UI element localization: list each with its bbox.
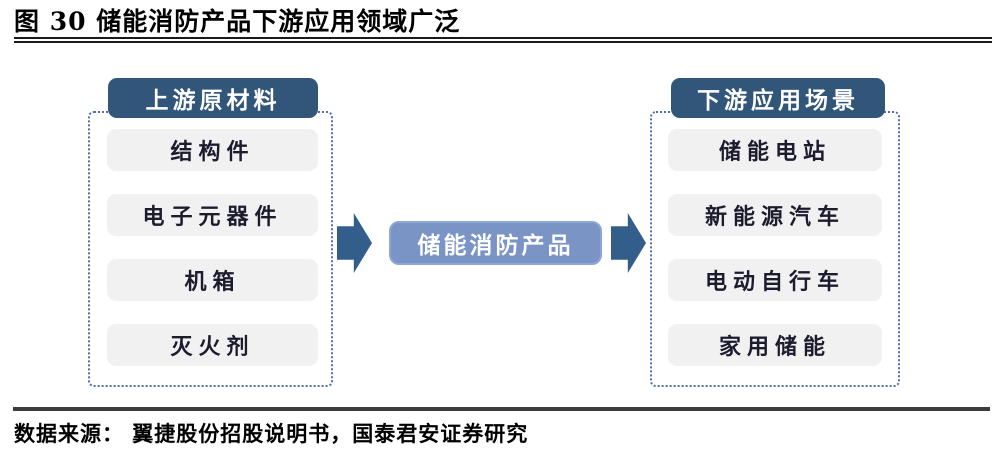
bottom-divider xyxy=(13,407,990,411)
title-divider-top-line xyxy=(14,37,992,39)
right-arrow-icon xyxy=(337,213,372,273)
downstream-header: 下游应用场景 xyxy=(671,78,885,118)
center-product-box: 储能消防产品 xyxy=(389,221,602,265)
downstream-item-home-storage: 家用储能 xyxy=(668,324,882,366)
upstream-header: 上游原材料 xyxy=(108,78,318,118)
title-divider xyxy=(14,37,992,43)
downstream-item-electric-bicycle: 电动自行车 xyxy=(668,259,882,301)
upstream-item-electronic-components: 电子元器件 xyxy=(107,194,318,236)
upstream-item-extinguishing-agent: 灭火剂 xyxy=(107,324,318,366)
downstream-item-new-energy-vehicle: 新能源汽车 xyxy=(668,194,882,236)
source-note: 数据来源： 翼捷股份招股说明书，国泰君安证券研究 xyxy=(14,421,529,446)
figure-title: 图 30 储能消防产品下游应用领域广泛 xyxy=(14,7,461,36)
title-divider-bottom-line xyxy=(14,41,992,43)
upstream-item-structural-parts: 结构件 xyxy=(107,129,318,171)
downstream-item-storage-station: 储能电站 xyxy=(668,129,882,171)
right-arrow-icon xyxy=(611,213,646,273)
upstream-item-chassis: 机箱 xyxy=(107,259,318,301)
